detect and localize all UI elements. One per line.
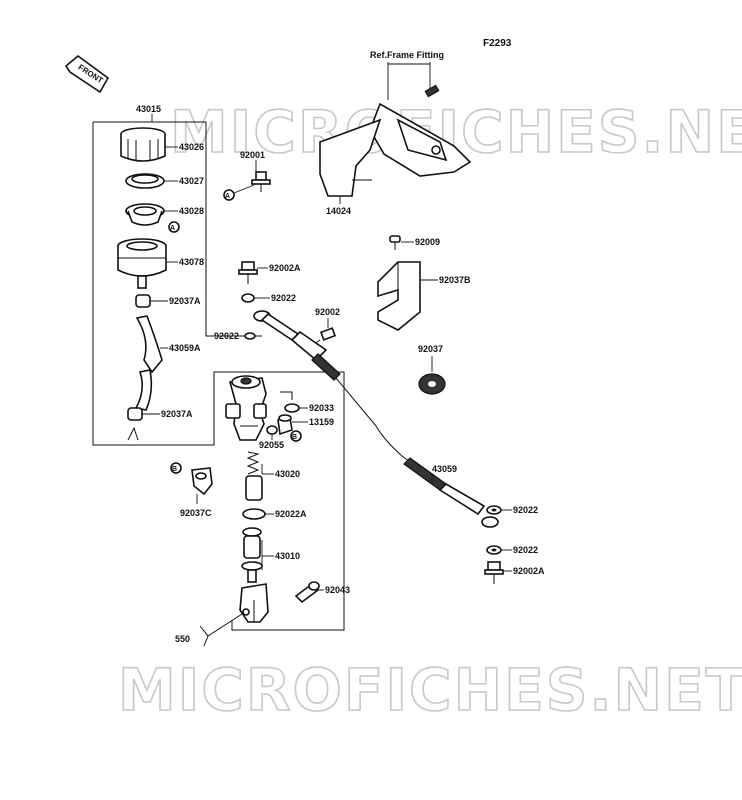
label-92022A: 92022A bbox=[275, 509, 307, 519]
brake-hose bbox=[375, 425, 499, 528]
svg-text:B: B bbox=[172, 466, 177, 473]
push-rod bbox=[241, 527, 263, 583]
clevis-pin bbox=[294, 581, 320, 604]
label-92009: 92009 bbox=[415, 237, 440, 247]
label-92022-right-2: 92022 bbox=[513, 545, 538, 555]
label-550: 550 bbox=[175, 634, 190, 644]
bolt-92002A-top bbox=[238, 261, 258, 284]
marker-b-fitting bbox=[290, 430, 302, 442]
label-43059A: 43059A bbox=[169, 343, 201, 353]
label-92033: 92033 bbox=[309, 403, 334, 413]
washer-92022-right-1 bbox=[486, 505, 502, 515]
label-14024: 14024 bbox=[326, 206, 351, 216]
label-43010: 43010 bbox=[275, 551, 300, 561]
label-43015: 43015 bbox=[136, 104, 161, 114]
reservoir-plate bbox=[125, 173, 165, 189]
label-92001: 92001 bbox=[240, 150, 265, 160]
fitting-13159 bbox=[277, 414, 293, 436]
label-43078: 43078 bbox=[179, 257, 204, 267]
label-92037: 92037 bbox=[418, 344, 443, 354]
frame-guard bbox=[319, 84, 472, 197]
clip-92037C bbox=[191, 467, 213, 496]
label-92002A-bottom: 92002A bbox=[513, 566, 545, 576]
marker-a-frame bbox=[223, 189, 235, 201]
label-92037A-bottom: 92037A bbox=[161, 409, 193, 419]
bracket-92037B bbox=[377, 261, 421, 331]
label-92037C: 92037C bbox=[180, 508, 212, 518]
label-43020: 43020 bbox=[275, 469, 300, 479]
svg-text:A: A bbox=[170, 225, 175, 232]
label-43059: 43059 bbox=[432, 464, 457, 474]
reservoir-hose bbox=[135, 315, 163, 374]
hose-clamp-top bbox=[135, 294, 151, 308]
label-43028: 43028 bbox=[179, 206, 204, 216]
reservoir-diaphragm bbox=[125, 203, 165, 226]
bolt-92002A-bottom bbox=[484, 561, 504, 584]
front-arrow-icon: FRONT bbox=[64, 54, 110, 94]
label-92002: 92002 bbox=[315, 307, 340, 317]
label-92037B: 92037B bbox=[439, 275, 471, 285]
circlip-92022A bbox=[242, 508, 266, 520]
washer-92033 bbox=[284, 403, 300, 413]
washer-92022-right-2 bbox=[486, 545, 502, 555]
group-bracket bbox=[92, 122, 345, 631]
clip-92033 bbox=[280, 391, 293, 400]
label-92002A-top: 92002A bbox=[269, 263, 301, 273]
piston-spring bbox=[245, 451, 263, 501]
label-92043: 92043 bbox=[325, 585, 350, 595]
oring-92055 bbox=[266, 425, 278, 435]
reservoir-cap bbox=[120, 127, 166, 162]
hose-clamp-bottom bbox=[127, 407, 143, 421]
svg-text:B: B bbox=[292, 434, 297, 441]
marker-b-clip bbox=[170, 462, 182, 474]
watermark-bottom: MICROFICHES.NET bbox=[118, 656, 742, 724]
label-92022-left: 92022 bbox=[214, 331, 239, 341]
washer-92022-left bbox=[244, 332, 256, 340]
cotter-pin-550 bbox=[199, 613, 243, 647]
upper-hose-fitting bbox=[253, 310, 377, 427]
marker-a-reservoir bbox=[168, 221, 180, 233]
label-43026: 43026 bbox=[179, 142, 204, 152]
washer-92022-top bbox=[241, 293, 255, 303]
bolt-92001 bbox=[251, 171, 271, 192]
screw-92009 bbox=[389, 235, 401, 250]
label-92037A-top: 92037A bbox=[169, 296, 201, 306]
label-92022-top: 92022 bbox=[271, 293, 296, 303]
clevis-joint bbox=[239, 583, 269, 623]
label-92022-right-1: 92022 bbox=[513, 505, 538, 515]
ref-frame-note: Ref.Frame Fitting bbox=[370, 50, 444, 60]
diagram-code: F2293 bbox=[483, 38, 512, 49]
label-13159: 13159 bbox=[309, 417, 334, 427]
label-43027: 43027 bbox=[179, 176, 204, 186]
label-92055: 92055 bbox=[259, 440, 284, 450]
reservoir-body bbox=[117, 238, 167, 289]
svg-text:A: A bbox=[225, 193, 230, 200]
master-cylinder bbox=[225, 375, 267, 441]
grommet-92037 bbox=[418, 373, 446, 395]
